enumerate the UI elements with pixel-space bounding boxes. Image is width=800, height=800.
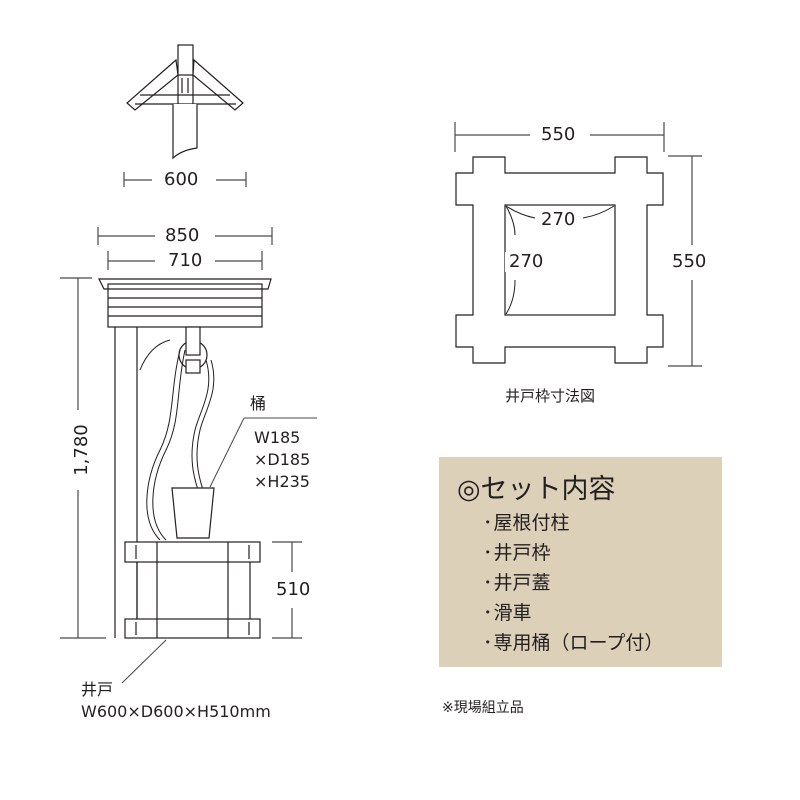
bucket-spec: W185 ×D185 ×H235 [254, 427, 310, 493]
bucket-label: 桶 [250, 394, 267, 413]
assembly-note: ※現場組立品 [442, 700, 524, 716]
bucket [171, 417, 317, 539]
roof-width-dim: 600 [160, 170, 203, 190]
frame-outer-width-dim: 550 [537, 125, 580, 145]
total-height-dim: 1,780 [71, 420, 92, 480]
set-contents-title: ◎セット内容 [457, 474, 616, 505]
roof-inner-width-dim: 710 [164, 251, 207, 271]
frame-plan [454, 122, 702, 367]
roof-outer-width-dim: 850 [161, 226, 204, 246]
well-front [121, 541, 261, 684]
set-item: 井戸枠 [483, 538, 663, 568]
frame-plan-caption: 井戸枠寸法図 [505, 387, 596, 405]
set-item: 滑車 [483, 598, 663, 628]
well-spec: W600×D600×H510mm [81, 702, 271, 721]
set-item: 専用桶（ロープ付） [483, 628, 664, 658]
front-view-dimensions [60, 227, 302, 639]
well-label: 井戸 [81, 680, 114, 699]
frame-inner-depth-dim: 270 [505, 252, 548, 272]
frame-outer-depth-dim: 550 [668, 252, 711, 272]
well-height-dim: 510 [272, 580, 315, 600]
frame-inner-width-dim: 270 [537, 210, 580, 230]
pulley [178, 326, 208, 374]
bucket-spec-width: W185 [254, 428, 301, 447]
set-contents-list: 屋根付柱 井戸枠 井戸蓋 滑車 専用桶（ロープ付） [483, 508, 664, 658]
roof-top-view [123, 44, 247, 187]
set-contents-panel: ◎セット内容 屋根付柱 井戸枠 井戸蓋 滑車 専用桶（ロープ付） [439, 457, 722, 667]
roof-front [98, 278, 272, 328]
set-item: 井戸蓋 [483, 568, 663, 598]
bucket-spec-height: ×H235 [254, 472, 310, 491]
bucket-spec-depth: ×D185 [254, 450, 311, 469]
rope [139, 339, 215, 541]
set-item: 屋根付柱 [483, 508, 663, 538]
post [114, 327, 138, 638]
